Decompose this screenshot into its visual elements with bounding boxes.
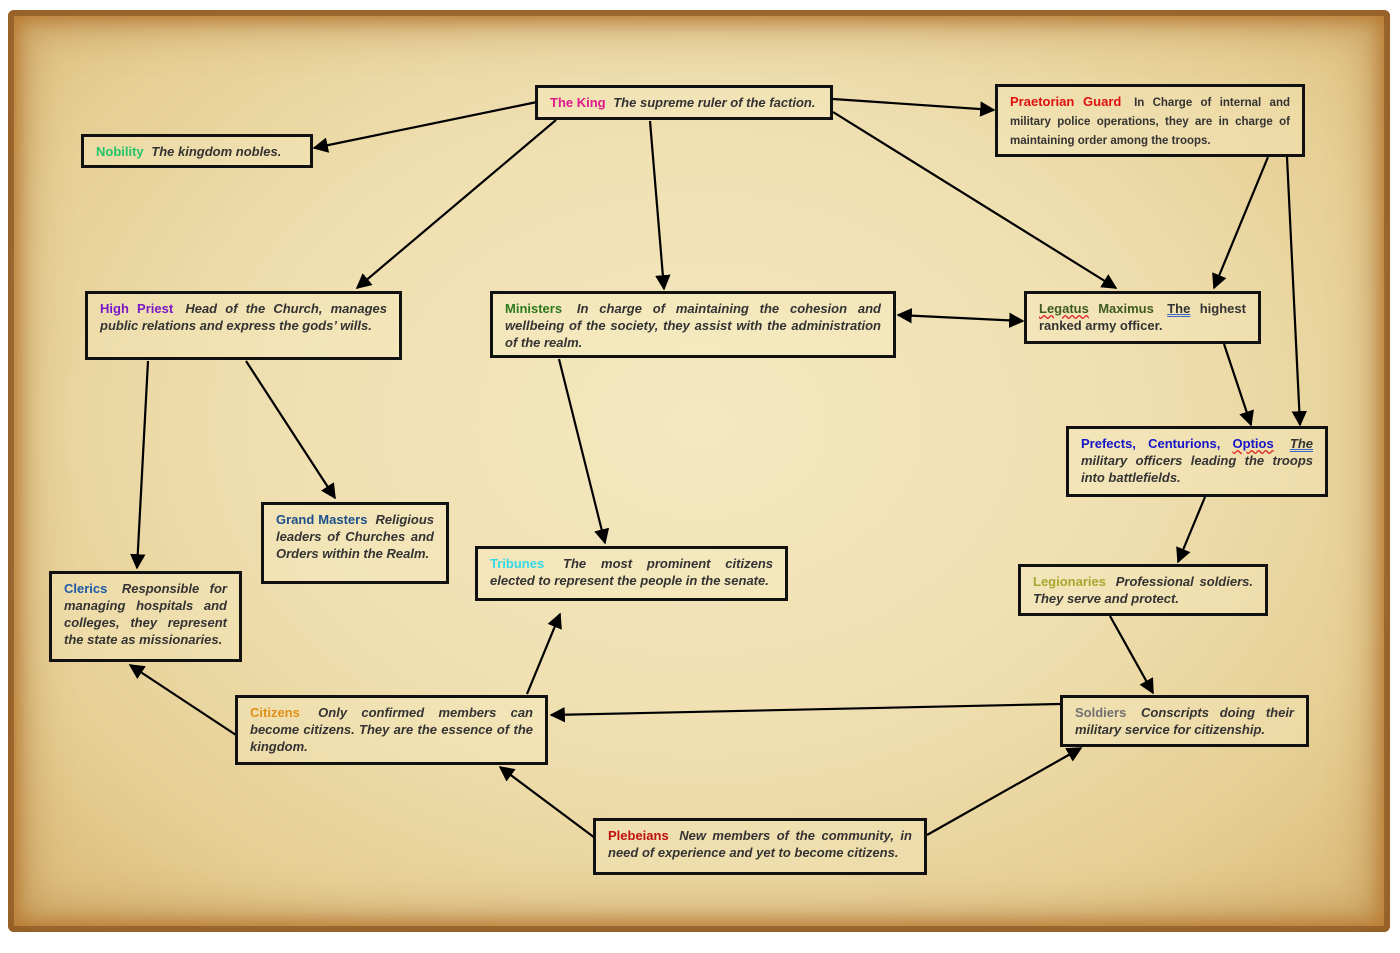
node-praetorian-guard: Praetorian Guard In Charge of internal a…: [995, 84, 1305, 157]
node-desc: The highest ranked army officer.: [1039, 301, 1246, 333]
node-citizens: Citizens Only confirmed members can beco…: [235, 695, 548, 765]
node-plebeians: Plebeians New members of the community, …: [593, 818, 927, 875]
node-title: Nobility: [96, 144, 144, 159]
node-desc: The supreme ruler of the faction.: [613, 95, 816, 110]
node-title: Legatus Maximus: [1039, 301, 1154, 316]
node-desc: The kingdom nobles.: [151, 144, 282, 159]
node-legatus-maximus: Legatus Maximus The highest ranked army …: [1024, 291, 1261, 344]
node-legionaries: Legionaries Professional soldiers. They …: [1018, 564, 1268, 616]
node-tribunes: Tribunes The most prominent citizens ele…: [475, 546, 788, 601]
node-desc: Religious leaders of Churches and Orders…: [276, 512, 434, 561]
node-soldiers: Soldiers Conscripts doing their military…: [1060, 695, 1309, 747]
node-desc: In charge of maintaining the cohesion an…: [505, 301, 881, 350]
node-desc: Conscripts doing their military service …: [1075, 705, 1294, 737]
node-title: Tribunes: [490, 556, 545, 571]
node-desc-part: military officers leading the troops int…: [1081, 453, 1313, 485]
node-title: Grand Masters: [276, 512, 368, 527]
node-prefects: Prefects, Centurions, Optios The militar…: [1066, 426, 1328, 497]
node-title: High Priest: [100, 301, 174, 316]
node-desc: Head of the Church, manages public relat…: [100, 301, 387, 333]
node-title: Soldiers: [1075, 705, 1127, 720]
node-title: Legionaries: [1033, 574, 1106, 589]
node-desc: Only confirmed members can become citize…: [250, 705, 533, 754]
node-title: Citizens: [250, 705, 300, 720]
node-desc: Professional soldiers. They serve and pr…: [1033, 574, 1253, 606]
node-title: Clerics: [64, 581, 108, 596]
node-desc-part: The: [1167, 301, 1191, 316]
node-desc-part: The: [1289, 436, 1313, 451]
node-the-king: The King The supreme ruler of the factio…: [535, 85, 833, 120]
node-title: The King: [550, 95, 606, 110]
node-desc: The most prominent citizens elected to r…: [490, 556, 773, 588]
node-title-part: Optios: [1232, 436, 1274, 451]
node-clerics: Clerics Responsible for managing hospita…: [49, 571, 242, 662]
node-desc-part: highest ranked army officer.: [1039, 301, 1246, 333]
node-title: Prefects, Centurions, Optios: [1081, 436, 1274, 451]
node-desc: The military officers leading the troops…: [1081, 436, 1313, 485]
node-title-part: Legatus: [1039, 301, 1089, 316]
node-ministers: Ministers In charge of maintaining the c…: [490, 291, 896, 358]
node-nobility: Nobility The kingdom nobles.: [81, 134, 313, 168]
parchment-background: [8, 10, 1390, 932]
node-title: Praetorian Guard: [1010, 94, 1122, 109]
node-desc: New members of the community, in need of…: [608, 828, 912, 860]
node-title-part: Prefects, Centurions,: [1081, 436, 1221, 451]
node-high-priest: High Priest Head of the Church, manages …: [85, 291, 402, 360]
node-grand-masters: Grand Masters Religious leaders of Churc…: [261, 502, 449, 584]
node-title: Ministers: [505, 301, 563, 316]
node-title: Plebeians: [608, 828, 669, 843]
node-desc: Responsible for managing hospitals and c…: [64, 581, 227, 647]
node-desc: In Charge of internal and military polic…: [1010, 97, 1290, 147]
node-title-part: Maximus: [1098, 301, 1154, 316]
